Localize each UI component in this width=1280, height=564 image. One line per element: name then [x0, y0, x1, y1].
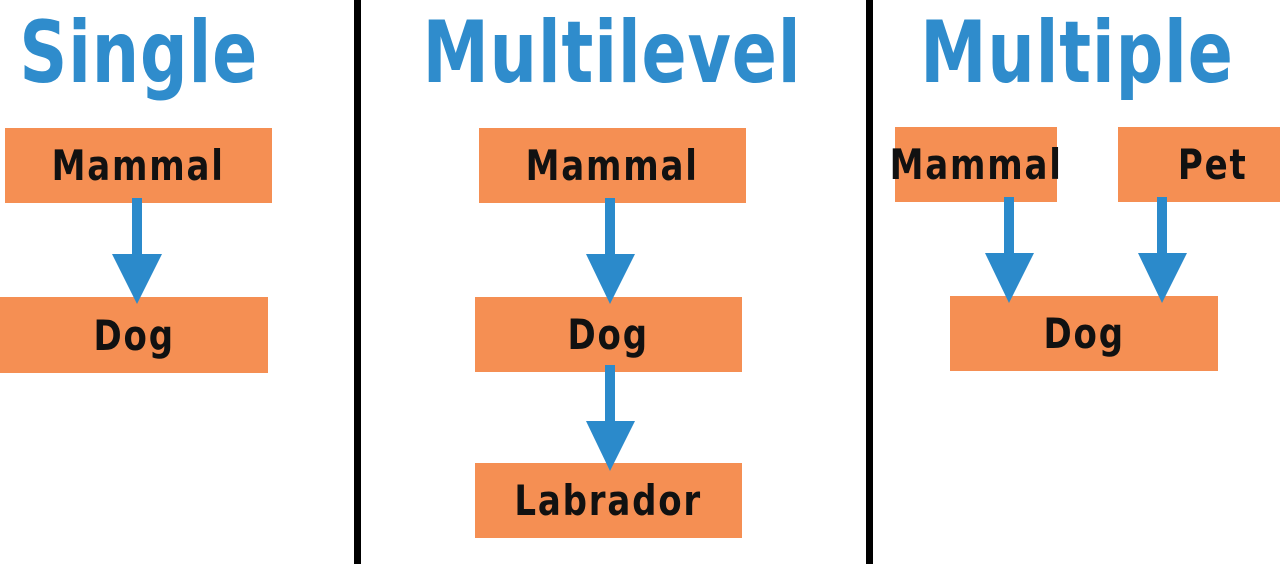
node-single-mammal: Mammal: [5, 128, 272, 203]
node-label: Mammal: [51, 141, 226, 190]
node-multilevel-labrador: Labrador: [475, 463, 742, 538]
node-multiple-dog: Dog: [950, 296, 1218, 371]
node-multiple-pet: Pet: [1118, 127, 1280, 202]
panel-divider-right: [866, 0, 873, 564]
arrow-multiple-mammal-to-dog: [985, 197, 1034, 303]
panel-divider-left: [354, 0, 361, 564]
arrow-multilevel-mammal-to-dog: [586, 198, 635, 304]
arrow-multilevel-dog-to-labrador: [586, 365, 635, 471]
node-label: Mammal: [525, 141, 700, 190]
node-label: Dog: [567, 310, 650, 359]
arrow-single-mammal-to-dog: [112, 198, 162, 304]
panel-title-multilevel: Multilevel: [422, 3, 802, 103]
node-label: Labrador: [514, 476, 703, 525]
node-multilevel-mammal: Mammal: [479, 128, 746, 203]
node-label: Dog: [93, 310, 175, 360]
panel-title-single: Single: [19, 3, 259, 103]
panel-title-multiple: Multiple: [920, 3, 1234, 103]
node-multiple-mammal: Mammal: [889, 127, 1061, 202]
arrow-multiple-pet-to-dog: [1138, 197, 1187, 303]
node-label: Pet: [1177, 140, 1248, 189]
node-multilevel-dog: Dog: [475, 297, 742, 372]
node-label: Dog: [1043, 309, 1125, 358]
node-single-dog: Dog: [0, 297, 268, 373]
node-label: Mammal: [889, 140, 1063, 189]
